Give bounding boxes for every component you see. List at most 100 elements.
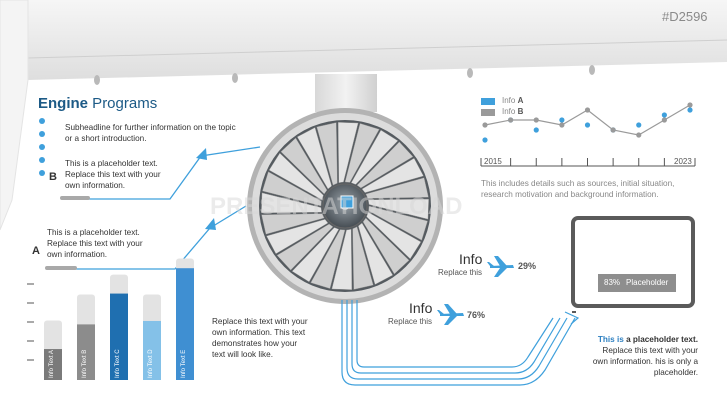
info-pct-1: 29%	[518, 261, 537, 271]
series-a-point	[584, 122, 591, 128]
engine-blade	[310, 229, 346, 289]
series-a-point	[636, 122, 642, 128]
engine-blade	[276, 223, 334, 271]
text-block-a: This is a placeholder text. Replace this…	[47, 228, 143, 259]
line-chart-ticks	[510, 158, 665, 166]
engine-blade	[358, 222, 394, 285]
series-a-point	[687, 107, 693, 113]
slider-b-handle	[60, 196, 90, 200]
pipe-arrow-icon	[564, 311, 580, 325]
monitor-tab	[572, 311, 576, 313]
engine-blade	[352, 226, 374, 290]
bar	[143, 320, 161, 380]
airplane-icon	[487, 256, 514, 277]
series-a-point	[661, 112, 667, 118]
wing-edge	[0, 0, 29, 231]
legend-a: Info A	[502, 96, 524, 105]
title-bold: Engine	[38, 95, 89, 112]
engine-blade	[291, 227, 340, 283]
engine-blade	[361, 157, 424, 193]
info-pct-2: 76%	[467, 310, 486, 320]
arrow-b-icon	[196, 148, 207, 160]
bar	[176, 268, 194, 380]
bar	[44, 349, 62, 380]
series-a-point	[482, 137, 488, 143]
subheadline: Subheadline for further information on t…	[65, 123, 236, 143]
bar	[77, 324, 95, 380]
tick-label-start: 2015	[484, 157, 502, 166]
engine-blade	[261, 213, 325, 235]
bullet-dot	[39, 118, 45, 124]
bar-label: Info Text A	[49, 350, 55, 378]
engine-blade	[268, 152, 324, 201]
engine-blade	[344, 123, 380, 183]
engine-blade	[367, 198, 429, 220]
series-b-point	[559, 122, 565, 128]
bullet-dot	[39, 170, 45, 176]
arrow-a-icon	[205, 218, 216, 230]
engine-blade	[331, 228, 353, 290]
right-note: This is a placeholder text. Replace this…	[592, 335, 698, 377]
series-b-point	[661, 117, 667, 123]
engine-blades	[261, 122, 429, 290]
legend-b: Info B	[502, 107, 524, 116]
chart-note: This includes details such as sources, i…	[481, 179, 675, 199]
axis-ticks	[27, 283, 34, 361]
series-b-point	[687, 102, 693, 108]
legend-swatch-b	[481, 109, 495, 116]
bullet-dot	[39, 131, 45, 137]
legend-swatch-a	[481, 98, 495, 105]
bullet-dot	[39, 157, 45, 163]
engine-text: Replace this text with your own informat…	[212, 317, 308, 359]
series-b-point	[610, 127, 616, 133]
watermark: PRESENTATIONLOAD	[210, 193, 462, 220]
info-title-1: Info	[459, 251, 483, 267]
monitor-frame	[571, 216, 695, 308]
engine-blade	[296, 127, 332, 190]
text-block-b: This is a placeholder text. Replace this…	[65, 159, 161, 190]
tick-label-end: 2023	[674, 157, 692, 166]
engine-blade	[316, 122, 338, 186]
series-b-point	[584, 107, 591, 113]
series-b-point	[636, 132, 642, 138]
engine-blade	[337, 122, 359, 184]
bullet-dot	[39, 144, 45, 150]
design-code: #D2596	[662, 9, 708, 24]
series-b-point	[482, 122, 488, 128]
pipe-lines	[341, 300, 576, 386]
info-title-2: Info	[409, 300, 433, 316]
airplane-icon-2	[437, 304, 464, 325]
engine-blade	[350, 129, 399, 185]
bar-label: Info Text D	[148, 349, 154, 378]
wing-line	[27, 39, 727, 59]
engine-blade	[356, 141, 414, 189]
connector-lines	[60, 146, 261, 270]
engine-marker	[340, 195, 354, 209]
engine-pylon	[315, 74, 377, 112]
bar-label: Info Text B	[82, 349, 88, 378]
engine-blade	[261, 192, 323, 214]
series-a-point	[533, 127, 539, 133]
monitor-big-value: 57%	[616, 244, 659, 267]
engine-blade	[262, 171, 322, 207]
wing-flap-tracks	[94, 65, 595, 85]
info-sub-2: Replace this	[388, 317, 433, 326]
bar-label: Info Text E	[181, 349, 187, 378]
engine-blade	[368, 205, 428, 241]
wing-shape	[28, 0, 727, 80]
slider-a-handle	[45, 266, 77, 270]
page-title: Engine Programs	[38, 95, 157, 112]
engine-blade	[365, 177, 429, 199]
bar-label: Info Text C	[115, 349, 121, 378]
engine-blade	[362, 217, 410, 275]
series-b-point	[533, 117, 539, 123]
engine-blade	[266, 219, 329, 255]
letter-b: B	[49, 171, 57, 183]
monitor-placeholder: 83%Placeholder	[598, 274, 676, 292]
series-a-point	[559, 117, 565, 123]
line-chart	[482, 102, 693, 143]
info-sub-1: Replace this	[438, 268, 483, 277]
series-b-point	[508, 117, 514, 123]
